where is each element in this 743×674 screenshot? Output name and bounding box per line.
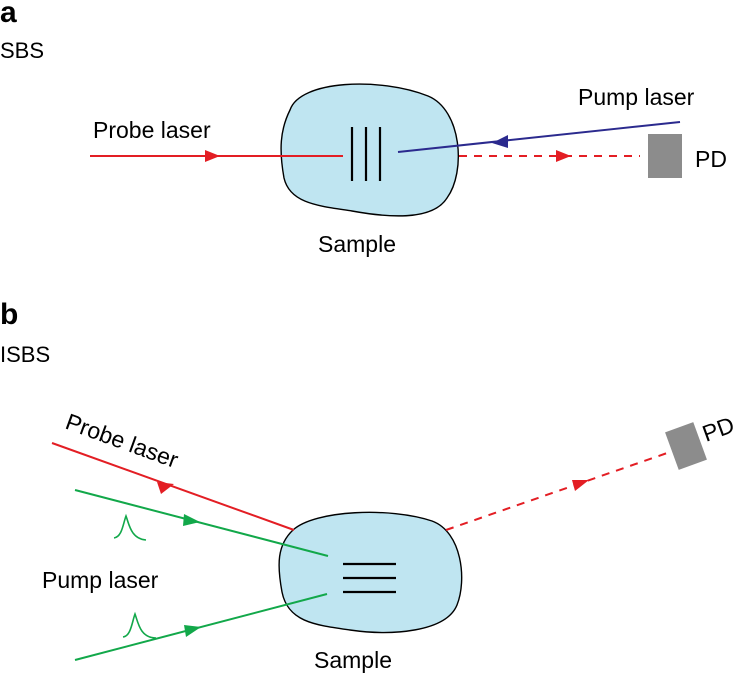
sample-b <box>278 511 463 634</box>
detector-label-a: PD <box>695 146 727 172</box>
pump-beam-a <box>397 121 681 153</box>
photodetector-b <box>665 422 707 470</box>
pump-arrow-b-lower <box>184 625 201 637</box>
signal-arrow-a <box>556 150 571 162</box>
sample-label-a: Sample <box>318 231 396 257</box>
probe-arrow-a <box>205 150 220 162</box>
detector-label-b: PD <box>699 411 738 446</box>
pump-pulse-icon <box>113 513 147 541</box>
panel-a: a SBS Probe laser Pump laser Sample PD <box>0 0 727 257</box>
sample-label-b: Sample <box>314 647 392 673</box>
pump-arrow-b-upper <box>183 514 200 526</box>
signal-beam-b <box>445 451 671 531</box>
pump-laser-label-a: Pump laser <box>578 84 695 110</box>
sample-a <box>280 83 459 217</box>
panel-b: b ISBS Probe laser Pump laser Sample PD <box>0 298 738 673</box>
probe-beam-b <box>51 442 295 531</box>
pump-arrow-a <box>492 135 508 148</box>
probe-laser-label-a: Probe laser <box>93 117 211 143</box>
photodetector-a <box>648 134 682 178</box>
pump-laser-label-b: Pump laser <box>42 567 159 593</box>
pump-pulse-icon <box>122 611 157 639</box>
probe-arrow-b <box>157 482 174 494</box>
panel-a-letter: a <box>0 0 17 29</box>
signal-arrow-b <box>572 480 589 491</box>
pump-beam-b-upper <box>74 489 329 557</box>
probe-laser-label-b: Probe laser <box>62 408 182 473</box>
panel-b-title: ISBS <box>0 342 50 367</box>
panel-a-title: SBS <box>0 38 44 63</box>
panel-b-letter: b <box>0 298 18 331</box>
